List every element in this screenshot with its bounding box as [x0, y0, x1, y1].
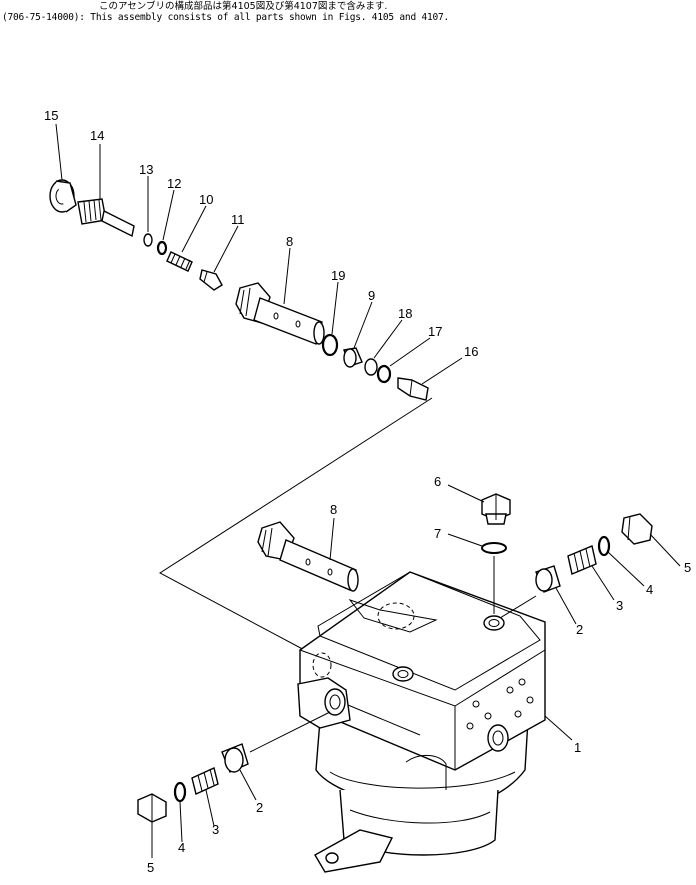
callout-19: 19 — [331, 268, 345, 283]
callout-13: 13 — [139, 162, 153, 177]
part-5-plug-left — [137, 793, 167, 823]
callout-11: 11 — [231, 212, 245, 227]
callout-4-left: 4 — [178, 840, 185, 855]
part-18-backup-ring — [364, 358, 378, 376]
left-part-route-line — [249, 711, 331, 753]
callout-2-left: 2 — [256, 800, 263, 815]
callout-5-right: 5 — [684, 560, 691, 575]
callout-8-upper: 8 — [286, 234, 293, 249]
callout-16: 16 — [464, 344, 478, 359]
part-1-motor-housing — [297, 571, 546, 873]
callout-3-right: 3 — [616, 598, 623, 613]
callout-labels: 15 14 13 12 10 11 8 19 9 18 17 16 6 7 8 … — [44, 108, 691, 875]
callout-10: 10 — [199, 192, 213, 207]
part-19-o-ring — [321, 333, 339, 357]
figure-header: このアセンブリの構成部品は第4105図及び第4107図まで含みます. (706-… — [0, 0, 696, 33]
callout-6: 6 — [434, 474, 441, 489]
callout-14: 14 — [90, 128, 104, 143]
callout-12: 12 — [167, 176, 181, 191]
callout-17: 17 — [428, 324, 442, 339]
callout-7: 7 — [434, 526, 441, 541]
part-5-plug-right — [621, 513, 653, 545]
part-11-poppet — [199, 269, 223, 291]
callout-9: 9 — [368, 288, 375, 303]
part-9-sleeve — [343, 347, 363, 368]
part-15-nut — [49, 179, 77, 213]
part-8-valve-body-upper — [235, 282, 325, 345]
part-8-valve-body-lower — [257, 521, 359, 592]
part-14-adjust-screw — [77, 198, 135, 238]
callout-15: 15 — [44, 108, 58, 123]
part-4-o-ring-right — [597, 535, 611, 557]
part-4-o-ring-left — [173, 781, 187, 803]
callout-18: 18 — [398, 306, 412, 321]
part-12-o-ring — [156, 240, 168, 256]
header-english-note: (706-75-14000): This assembly consists o… — [2, 12, 450, 23]
callout-1: 1 — [574, 740, 581, 755]
callout-8-lower: 8 — [330, 502, 337, 517]
part-7-o-ring-top — [481, 542, 507, 554]
callout-4-right: 4 — [646, 582, 653, 597]
callout-5-left: 5 — [147, 860, 154, 875]
part-10-spring — [166, 251, 193, 272]
header-japanese-note: このアセンブリの構成部品は第4105図及び第4107図まで含みます. — [99, 1, 388, 12]
part-3-spring-right — [567, 545, 597, 575]
callout-2-right: 2 — [576, 622, 583, 637]
part-2-sleeve-left — [221, 743, 249, 773]
part-6-plug-top — [481, 493, 511, 525]
leader-lines — [55, 123, 681, 858]
part-17-o-ring — [376, 364, 392, 384]
part-3-spring-left — [191, 767, 219, 795]
part-13-washer — [143, 233, 153, 247]
part-2-sleeve-right — [535, 565, 561, 593]
assembly-route-line — [159, 397, 433, 654]
callout-3-left: 3 — [212, 822, 219, 837]
part-16-plug — [397, 377, 429, 401]
right-part-route-line — [499, 595, 537, 619]
